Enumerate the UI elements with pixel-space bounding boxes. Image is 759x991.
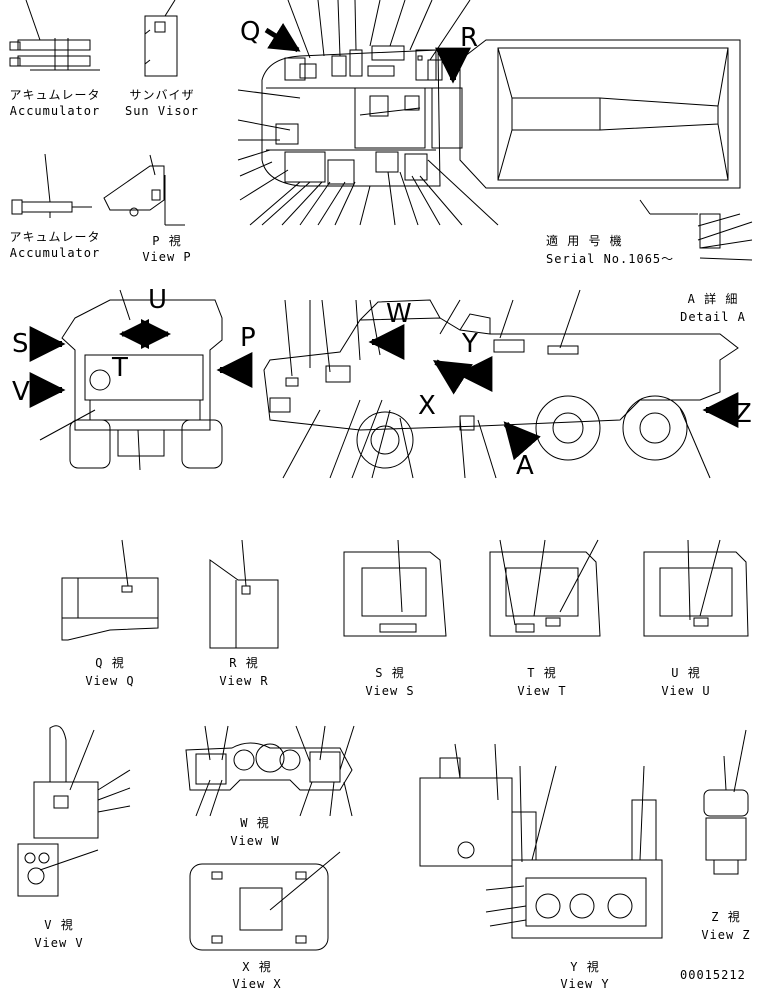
accumulator-2-label-en: Accumulator — [9, 246, 101, 260]
view-q-label-jp: Q 視 — [95, 656, 125, 670]
marker-x: X — [418, 391, 436, 421]
marker-p: P — [240, 323, 256, 353]
top-view-machine — [238, 0, 740, 225]
accumulator-2-label-jp: アキュムレータ — [9, 230, 101, 244]
view-z-label-jp: Z 視 — [711, 910, 741, 924]
view-s-drawing — [344, 540, 446, 636]
view-t-drawing — [490, 540, 600, 636]
sun-visor-label-jp: サンバイザ — [129, 88, 195, 102]
marker-u: U — [148, 285, 168, 315]
view-s-label-en: View S — [365, 684, 415, 698]
accumulator-bottom-drawing — [12, 154, 92, 218]
marker-a: A — [516, 451, 534, 481]
view-p-label-jp: P 視 — [152, 234, 182, 248]
marker-t: T — [112, 353, 128, 383]
accumulator-top-drawing — [10, 0, 100, 70]
sun-visor-label-en: Sun Visor — [124, 104, 200, 118]
marker-z: Z — [734, 399, 752, 429]
view-w-label-en: View W — [230, 834, 280, 848]
detail-a-drawing — [640, 200, 752, 260]
view-y-drawing — [420, 744, 662, 938]
view-v-label-en: View V — [34, 936, 84, 950]
marker-r: R — [460, 23, 479, 53]
accumulator-1-label-en: Accumulator — [9, 104, 101, 118]
marker-w: W — [386, 299, 412, 329]
accumulator-1-label-jp: アキュムレータ — [9, 88, 101, 102]
view-u-label-en: View U — [661, 684, 711, 698]
view-v-drawing — [18, 726, 130, 896]
view-r-drawing — [210, 540, 278, 648]
marker-y: Y — [462, 329, 478, 359]
view-w-drawing — [186, 726, 354, 816]
view-p-label-en: View P — [142, 250, 192, 264]
marker-s: S — [12, 329, 29, 359]
marker-q: Q — [240, 17, 261, 47]
view-z-label-en: View Z — [701, 928, 751, 942]
view-v-label-jp: V 視 — [44, 918, 74, 932]
view-t-label-en: View T — [517, 684, 567, 698]
view-p-sketch — [104, 155, 185, 225]
serial-label-jp: 適 用 号 機 — [546, 234, 623, 248]
view-y-label-en: View Y — [560, 977, 610, 991]
drawing-number: 00015212 — [680, 968, 746, 982]
view-r-label-en: View R — [219, 674, 269, 688]
view-r-label-jp: R 視 — [229, 656, 259, 670]
view-s-label-jp: S 視 — [375, 666, 405, 680]
view-y-label-jp: Y 視 — [570, 960, 600, 974]
view-z-drawing — [704, 730, 748, 874]
view-t-label-jp: T 視 — [527, 666, 557, 680]
view-x-drawing — [190, 852, 340, 950]
view-q-drawing — [62, 540, 158, 640]
view-w-label-jp: W 視 — [240, 816, 270, 830]
serial-label-en: Serial No.1065～ — [546, 252, 675, 266]
view-u-label-jp: U 視 — [671, 666, 701, 680]
marker-v: V — [12, 377, 30, 407]
view-u-drawing — [644, 540, 748, 636]
view-x-label-en: View X — [232, 977, 282, 991]
view-q-label-en: View Q — [85, 674, 135, 688]
view-x-label-jp: X 視 — [242, 960, 272, 974]
side-view-machine — [264, 290, 738, 478]
detail-a-label-en: Detail A — [680, 310, 746, 324]
rear-view-machine — [29, 290, 253, 470]
sun-visor-drawing — [145, 0, 177, 76]
detail-a-label-jp: A 詳 細 — [687, 292, 739, 306]
